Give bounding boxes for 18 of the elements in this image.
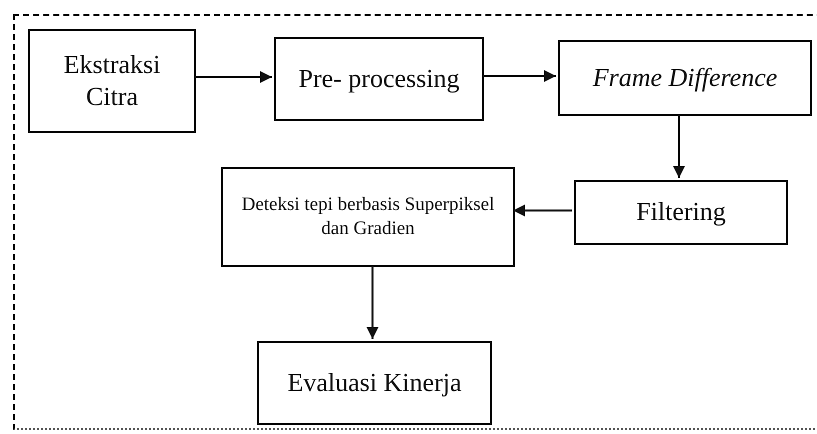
box-label: Frame Difference (592, 62, 778, 94)
arrow (194, 71, 272, 83)
process-box (221, 167, 515, 267)
arrow (482, 70, 556, 82)
box-label: Deteksi tepi berbasis Superpiksel dan Gradien (240, 193, 496, 241)
box-label: Filtering (636, 196, 726, 228)
dashed-frame (13, 14, 817, 430)
arrow (513, 204, 572, 216)
box-label: Evaluasi Kinerja (288, 366, 462, 399)
arrow (673, 114, 685, 178)
arrow (366, 265, 378, 339)
box-label: Ekstraksi Citra (62, 48, 162, 113)
process-box (558, 40, 812, 116)
box-label: Pre- processing (298, 62, 460, 95)
process-box (574, 180, 788, 245)
process-box (274, 37, 484, 121)
process-box (257, 341, 492, 425)
process-box (28, 29, 196, 133)
